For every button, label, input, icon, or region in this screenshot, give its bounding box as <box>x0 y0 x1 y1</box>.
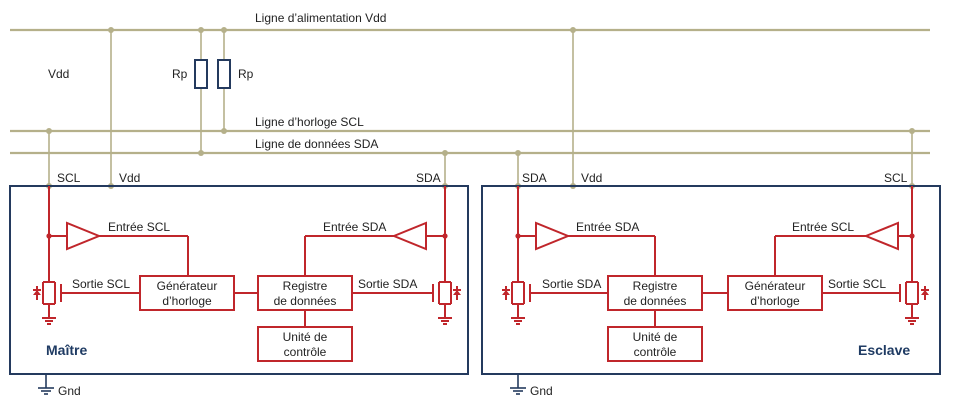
slave-scl-input-buffer <box>863 221 899 251</box>
slave-pin-vdd: Vdd <box>581 171 602 185</box>
rp-label-1: Rp <box>172 67 188 81</box>
slave-pin-sda: SDA <box>522 171 547 185</box>
master-reg-line2: de données <box>274 294 337 308</box>
slave-scl-transistor <box>899 281 929 318</box>
slave-reg-line1: Registre <box>633 279 678 293</box>
master-entree-sda: Entrée SDA <box>323 220 386 234</box>
master-pin-sda: SDA <box>416 171 441 185</box>
master-sortie-scl: Sortie SCL <box>72 277 130 291</box>
slave-entree-scl: Entrée SCL <box>792 220 854 234</box>
slave-control-unit <box>607 326 703 362</box>
master-gnd: Gnd <box>38 374 81 398</box>
slave-title: Esclave <box>858 342 910 358</box>
master-pin-scl: SCL <box>57 171 81 185</box>
master-ctrl-line1: Unité de <box>283 330 328 344</box>
slave-pin-scl: SCL <box>884 171 908 185</box>
master-control-unit <box>257 326 353 362</box>
resistor-rp-scl <box>217 59 231 89</box>
master-device: SCL Vdd SDA Maître Entrée SCL Sortie SCL… <box>9 171 469 398</box>
master-data-register <box>257 275 353 311</box>
slave-ctrl-line1: Unité de <box>633 330 678 344</box>
slave-clock-line2: d’horloge <box>750 294 800 308</box>
master-pin-vdd: Vdd <box>119 171 140 185</box>
bus-lines: Ligne d’alimentation Vdd Ligne d’horloge… <box>10 11 930 189</box>
slave-entree-sda: Entrée SDA <box>576 220 639 234</box>
slave-frame <box>481 185 941 375</box>
rp-label-2: Rp <box>238 67 254 81</box>
sda-line-label: Ligne de données SDA <box>255 137 378 151</box>
slave-sda-input-buffer <box>535 221 571 251</box>
master-entree-scl: Entrée SCL <box>108 220 170 234</box>
slave-clock-line1: Générateur <box>745 279 806 293</box>
master-frame <box>9 185 469 375</box>
master-title: Maître <box>46 342 87 358</box>
slave-sortie-scl: Sortie SCL <box>828 277 886 291</box>
pull-up-resistors: Rp Rp <box>172 59 254 89</box>
master-gnd-label: Gnd <box>58 384 81 398</box>
slave-gnd: Gnd <box>510 374 553 398</box>
slave-ground-symbols <box>511 317 919 325</box>
vdd-side-label: Vdd <box>48 67 69 81</box>
slave-ctrl-line2: contrôle <box>634 345 677 359</box>
master-ctrl-line2: contrôle <box>284 345 327 359</box>
master-reg-line1: Registre <box>283 279 328 293</box>
master-scl-transistor <box>33 281 140 318</box>
master-clock-line1: Générateur <box>157 279 218 293</box>
slave-reg-line2: de données <box>624 294 687 308</box>
slave-device: SDA Vdd SCL Esclave Entrée SDA Sortie SD… <box>481 171 941 398</box>
master-scl-input-buffer <box>66 221 102 251</box>
master-clock-line2: d’horloge <box>162 294 212 308</box>
scl-line-label: Ligne d’horloge SCL <box>255 115 364 129</box>
slave-sortie-sda: Sortie SDA <box>542 277 601 291</box>
slave-data-register <box>607 275 703 311</box>
master-sda-transistor <box>432 281 461 318</box>
slave-sda-transistor <box>502 281 608 318</box>
vdd-line-label: Ligne d’alimentation Vdd <box>255 11 386 25</box>
master-ground-symbols <box>42 317 452 325</box>
master-sda-input-buffer <box>391 221 427 251</box>
master-sortie-sda: Sortie SDA <box>358 277 417 291</box>
slave-gnd-label: Gnd <box>530 384 553 398</box>
resistor-rp-sda <box>194 59 208 89</box>
master-clock-generator <box>139 275 235 311</box>
